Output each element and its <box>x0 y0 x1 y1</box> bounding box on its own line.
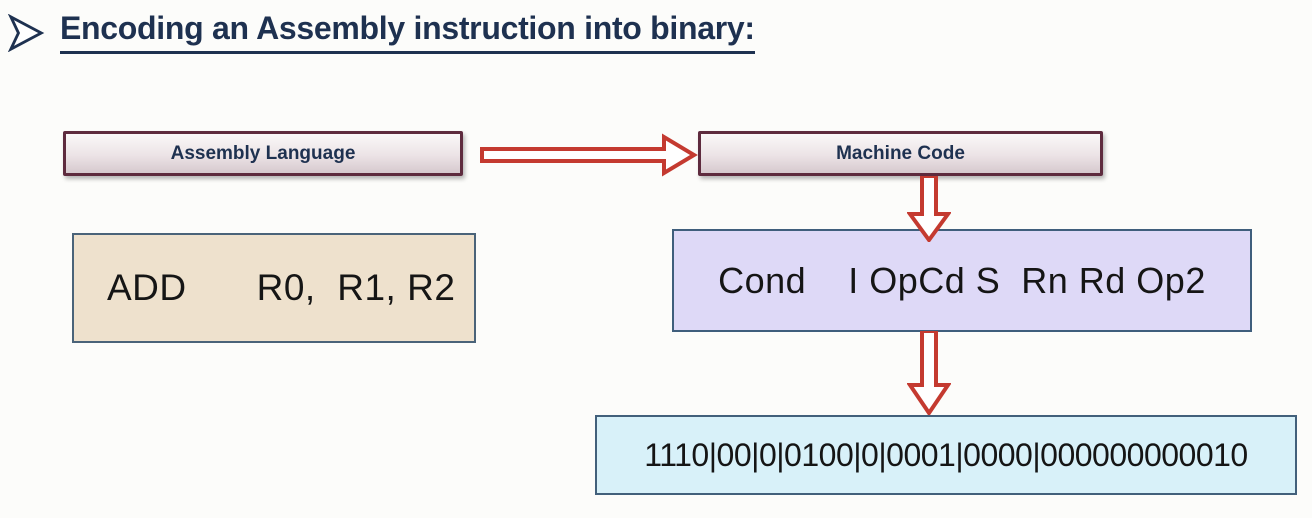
instruction-format-fields: Cond I OpCd S Rn Rd Op2 <box>718 259 1206 301</box>
machine-code-box: Machine Code <box>698 131 1103 176</box>
instruction-mnemonic: ADD <box>107 267 187 308</box>
binary-encoding-value: 1110|00|0|0100|0|0001|0000|000000000010 <box>644 436 1248 473</box>
assembly-language-box: Assembly Language <box>63 131 463 176</box>
binary-encoding-box: 1110|00|0|0100|0|0001|0000|000000000010 <box>595 415 1297 495</box>
arrow-down-icon <box>907 176 951 242</box>
instruction-operands: R0, R1, R2 <box>256 267 456 308</box>
title-row: Encoding an Assembly instruction into bi… <box>7 8 755 54</box>
assembly-language-label: Assembly Language <box>170 142 356 164</box>
assembly-instruction-box: ADD R0, R1, R2 <box>72 233 476 343</box>
arrowhead-bullet-icon <box>7 13 46 53</box>
instruction-format-box: Cond I OpCd S Rn Rd Op2 <box>672 229 1252 332</box>
arrow-right-icon <box>480 133 698 177</box>
machine-code-label: Machine Code <box>836 142 965 164</box>
page-title: Encoding an Assembly instruction into bi… <box>60 8 755 54</box>
arrow-down-icon <box>907 331 951 415</box>
